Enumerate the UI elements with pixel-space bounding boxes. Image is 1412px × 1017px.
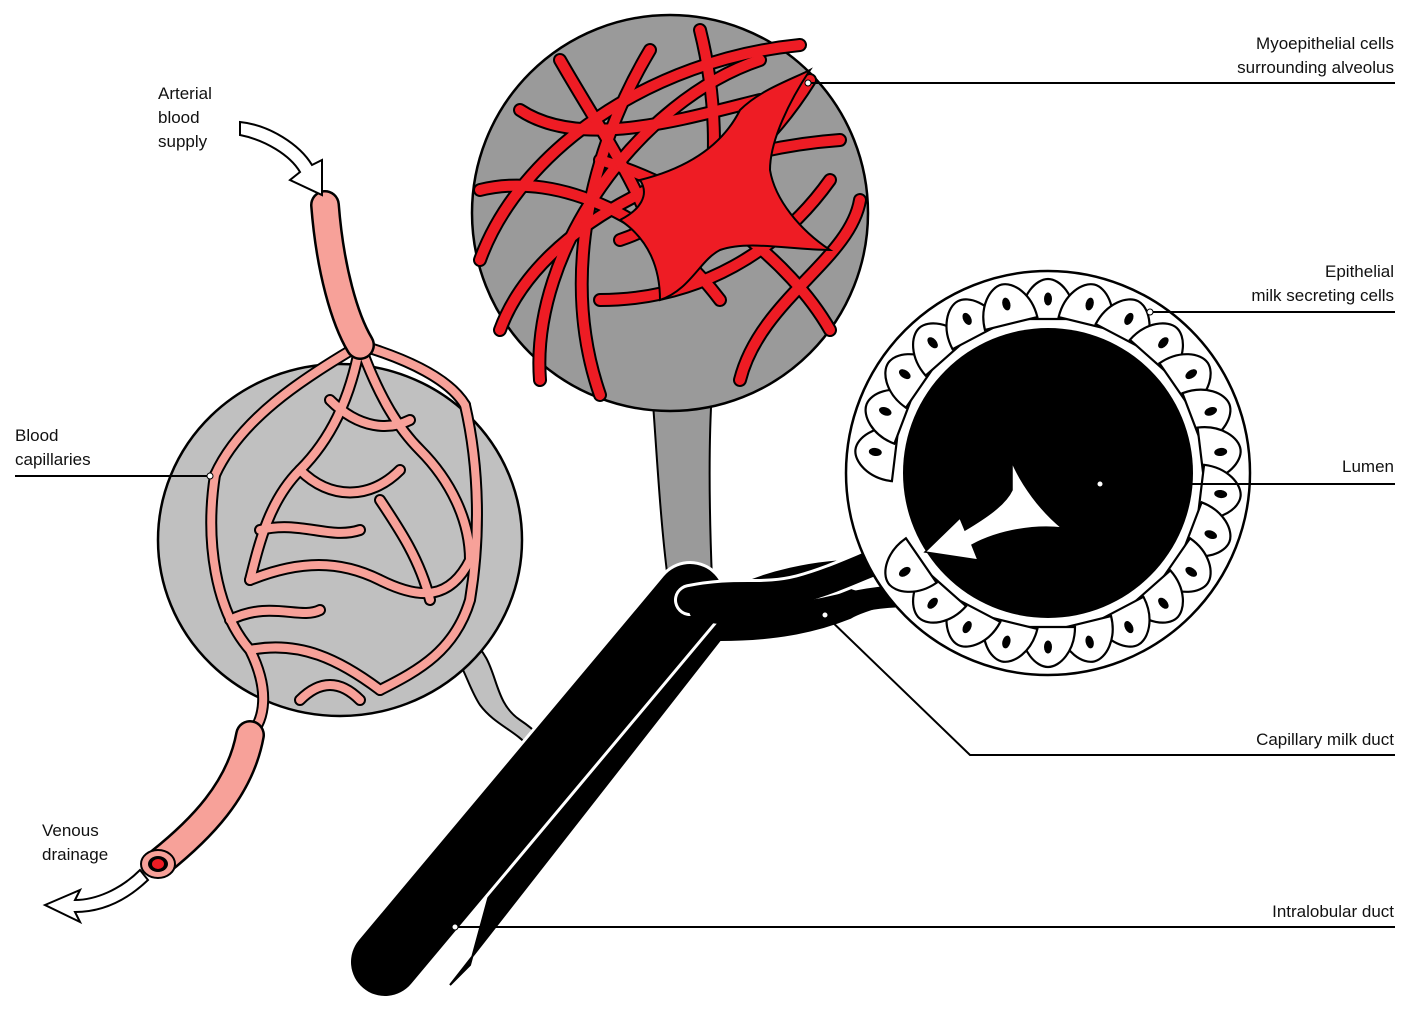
label-arterial-blood-supply: Arterial blood supply (158, 82, 212, 154)
venous-outflow-arrow (45, 870, 148, 922)
label-arterial-line-2: blood (158, 106, 212, 130)
label-venous-line-2: drainage (42, 843, 108, 867)
label-epithelial-cells: Epithelial milk secreting cells (1251, 260, 1394, 308)
label-blood-capillaries: Blood capillaries (15, 424, 91, 472)
label-lumen: Lumen (1342, 455, 1394, 479)
label-capillary-duct-text: Capillary milk duct (1256, 728, 1394, 752)
cell-nucleus (1044, 641, 1052, 654)
label-lumen-text: Lumen (1342, 455, 1394, 479)
arterial-inflow-arrow (240, 122, 322, 195)
label-arterial-line-1: Arterial (158, 82, 212, 106)
label-capillaries-line-1: Blood (15, 424, 91, 448)
label-myoepithelial-line-2: surrounding alveolus (1237, 56, 1394, 80)
label-intralobular-text: Intralobular duct (1272, 900, 1394, 924)
label-capillaries-line-2: capillaries (15, 448, 91, 472)
label-epithelial-line-1: Epithelial (1251, 260, 1394, 284)
myoepithelial-alveolus (472, 15, 868, 411)
cell-nucleus (1044, 293, 1052, 306)
label-capillary-milk-duct: Capillary milk duct (1256, 728, 1394, 752)
label-venous-drainage: Venous drainage (42, 819, 108, 867)
top-alveolus-stalk (652, 390, 712, 580)
label-myoepithelial-line-1: Myoepithelial cells (1237, 32, 1394, 56)
label-intralobular-duct: Intralobular duct (1272, 900, 1394, 924)
alveolus-lumen (903, 328, 1193, 618)
label-venous-line-1: Venous (42, 819, 108, 843)
label-epithelial-line-2: milk secreting cells (1251, 284, 1394, 308)
label-arterial-line-3: supply (158, 130, 212, 154)
label-myoepithelial-cells: Myoepithelial cells surrounding alveolus (1237, 32, 1394, 80)
secretory-alveolus (846, 271, 1250, 675)
